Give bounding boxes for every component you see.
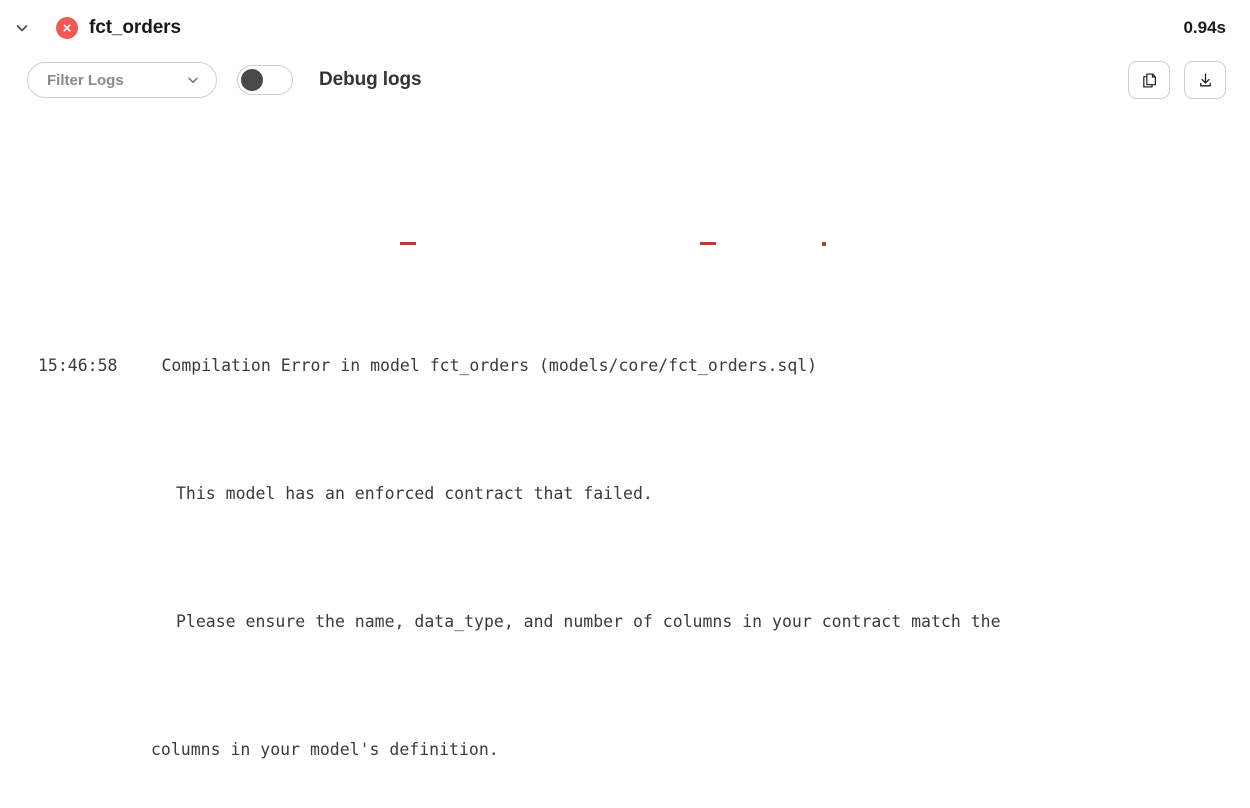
log-output[interactable]: 15:46:58 Compilation Error in model fct_o… bbox=[0, 104, 1250, 808]
log-timestamp: 15:46:58 bbox=[38, 356, 118, 375]
clipped-fragment bbox=[822, 242, 826, 246]
log-line-text: This model has an enforced contract that… bbox=[176, 484, 653, 503]
clipped-fragment bbox=[700, 242, 716, 245]
log-line-text: Please ensure the name, data_type, and n… bbox=[176, 612, 1001, 631]
log-toolbar: Filter Logs Debug logs bbox=[0, 56, 1250, 104]
log-line-wrapped: columns in your model's definition. bbox=[0, 734, 1250, 766]
filter-logs-label: Filter Logs bbox=[47, 71, 124, 89]
error-circle-x-icon bbox=[56, 17, 78, 39]
elapsed-time: 0.94s bbox=[1183, 18, 1226, 37]
copy-logs-button[interactable] bbox=[1128, 61, 1170, 99]
download-icon bbox=[1196, 71, 1215, 90]
filter-logs-select[interactable]: Filter Logs bbox=[27, 62, 217, 98]
log-line-text: columns in your model's definition. bbox=[151, 740, 499, 759]
collapse-toggle-button[interactable] bbox=[8, 14, 36, 42]
log-line: 15:46:58 Compilation Error in model fct_o… bbox=[0, 350, 1250, 382]
log-line-text: Compilation Error in model fct_orders (m… bbox=[161, 356, 818, 375]
clipped-log-line bbox=[0, 232, 1250, 254]
log-line: Please ensure the name, data_type, and n… bbox=[0, 606, 1250, 638]
log-line: This model has an enforced contract that… bbox=[0, 478, 1250, 510]
download-logs-button[interactable] bbox=[1184, 61, 1226, 99]
log-panel-header: fct_orders 0.94s bbox=[0, 0, 1250, 56]
debug-logs-label: Debug logs bbox=[319, 69, 422, 90]
debug-logs-toggle[interactable] bbox=[237, 65, 293, 95]
chevron-down-icon bbox=[14, 20, 30, 36]
toggle-knob bbox=[241, 69, 263, 91]
clipped-fragment bbox=[400, 242, 416, 245]
copy-icon bbox=[1140, 71, 1159, 90]
model-name-title: fct_orders bbox=[89, 17, 181, 38]
chevron-down-icon bbox=[186, 73, 200, 87]
